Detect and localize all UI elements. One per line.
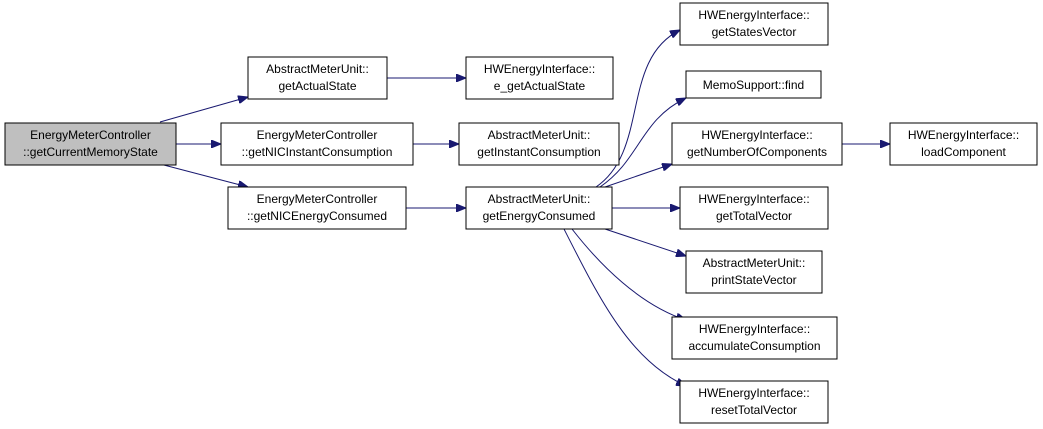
node-label-line2: ::getCurrentMemoryState: [23, 145, 158, 159]
node-label-line2: getTotalVector: [716, 209, 792, 223]
node-label-line1: HWEnergyInterface::: [484, 62, 595, 76]
node-amu-print-state-vector[interactable]: AbstractMeterUnit:: printStateVector: [685, 250, 823, 294]
edge-getEnergyConsumed-to-printStateVector: [604, 228, 686, 256]
node-label-line2: getStatesVector: [712, 25, 797, 39]
node-label-line1: AbstractMeterUnit::: [703, 256, 806, 270]
node-label-line1: AbstractMeterUnit::: [488, 128, 591, 142]
node-hw-reset-total-vector[interactable]: HWEnergyInterface:: resetTotalVector: [679, 380, 829, 424]
node-label-line2: ::getNICEnergyConsumed: [247, 209, 387, 223]
edge-getEnergyConsumed-to-getStatesVector: [595, 30, 680, 188]
node-label-line2: accumulateConsumption: [688, 339, 820, 353]
node-label-line1: EnergyMeterController: [257, 128, 378, 142]
node-hw-get-states-vector[interactable]: HWEnergyInterface:: getStatesVector: [679, 2, 829, 46]
edge-getEnergyConsumed-to-accumulateConsumption: [571, 228, 686, 320]
node-label-line1: HWEnergyInterface::: [698, 192, 809, 206]
node-label-line2: resetTotalVector: [711, 403, 797, 417]
node-emc-get-nic-instant-consumption[interactable]: EnergyMeterController ::getNICInstantCon…: [220, 122, 414, 166]
node-hw-load-component[interactable]: HWEnergyInterface:: loadComponent: [889, 122, 1038, 166]
edge-getEnergyConsumed-to-resetTotalVector: [563, 228, 686, 386]
edge-getEnergyConsumed-to-getNumberOfComponents: [604, 164, 672, 188]
node-hw-get-number-of-components[interactable]: HWEnergyInterface:: getNumberOfComponent…: [671, 122, 843, 166]
node-label-line1: HWEnergyInterface::: [699, 322, 810, 336]
edge-getEnergyConsumed-to-find: [599, 98, 686, 188]
node-amu-get-energy-consumed[interactable]: AbstractMeterUnit:: getEnergyConsumed: [465, 186, 613, 230]
node-label-line1: AbstractMeterUnit::: [266, 62, 369, 76]
node-label-line1: AbstractMeterUnit::: [488, 192, 591, 206]
node-hw-get-total-vector[interactable]: HWEnergyInterface:: getTotalVector: [679, 186, 829, 230]
node-label-line2: printStateVector: [711, 273, 796, 287]
node-label-line2: loadComponent: [921, 145, 1006, 159]
node-amu-get-instant-consumption[interactable]: AbstractMeterUnit:: getInstantConsumptio…: [458, 122, 620, 166]
node-label-line1: HWEnergyInterface::: [698, 8, 809, 22]
node-label-line2: getInstantConsumption: [477, 145, 600, 159]
node-get-current-memory-state[interactable]: EnergyMeterController ::getCurrentMemory…: [4, 122, 177, 166]
edge-root-to-getNICEnergyConsumed: [159, 163, 248, 187]
node-hw-accumulate-consumption[interactable]: HWEnergyInterface:: accumulateConsumptio…: [671, 316, 838, 360]
node-hw-e-get-actual-state[interactable]: HWEnergyInterface:: e_getActualState: [465, 56, 614, 100]
node-label-line1: EnergyMeterController: [257, 192, 378, 206]
node-label-line2: ::getNICInstantConsumption: [242, 145, 393, 159]
node-label-line2: getActualState: [278, 79, 356, 93]
node-label-line1: HWEnergyInterface::: [698, 386, 809, 400]
node-label-line1: HWEnergyInterface::: [701, 128, 812, 142]
node-label-line1: EnergyMeterController: [30, 128, 151, 142]
node-memo-support-find[interactable]: MemoSupport::find: [685, 70, 822, 99]
node-label-line1: HWEnergyInterface::: [908, 128, 1019, 142]
edge-root-to-getActualState: [159, 97, 248, 123]
node-label-line2: e_getActualState: [494, 79, 586, 93]
node-label-line1: MemoSupport::find: [703, 78, 804, 92]
node-label-line2: getEnergyConsumed: [483, 209, 596, 223]
node-amu-get-actual-state[interactable]: AbstractMeterUnit:: getActualState: [247, 56, 388, 100]
node-label-line2: getNumberOfComponents: [687, 145, 827, 159]
node-emc-get-nic-energy-consumed[interactable]: EnergyMeterController ::getNICEnergyCons…: [227, 186, 407, 230]
